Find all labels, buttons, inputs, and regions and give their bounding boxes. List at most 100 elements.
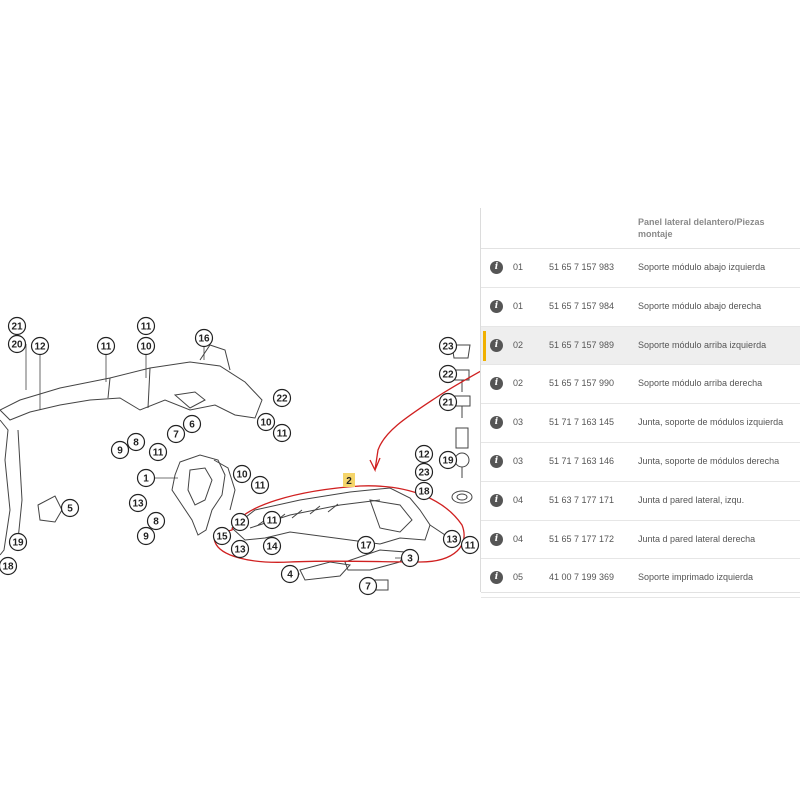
part-number: 51 65 7 157 983 <box>549 262 615 272</box>
info-icon[interactable]: i <box>490 532 503 546</box>
callout-bubble <box>128 493 148 513</box>
callout-number: 10 <box>260 418 272 429</box>
callout-number: 8 <box>133 438 139 449</box>
callout-number: 11 <box>277 429 288 440</box>
callout-number: 9 <box>117 446 123 457</box>
callout-number: 22 <box>442 370 454 381</box>
callout-number: 7 <box>365 582 371 593</box>
callout-bubble <box>194 328 214 348</box>
callout-bubble <box>136 526 156 546</box>
callout-bubble <box>256 412 276 432</box>
parts-list-panel: Panel lateral delantero/Piezas montaje i… <box>480 208 800 599</box>
parts-row[interactable]: i 02 51 65 7 157 989 Soporte módulo arriba … <box>481 326 800 366</box>
module-carrier <box>231 487 431 545</box>
part-number: 51 63 7 177 171 <box>549 494 615 505</box>
callout-number: 13 <box>446 535 458 546</box>
info-icon[interactable]: i <box>490 377 503 391</box>
callout-bubble <box>230 512 250 532</box>
callout-bubble <box>272 423 292 443</box>
part-number: 51 65 7 157 989 <box>549 339 615 350</box>
callout-bubble <box>60 498 80 518</box>
part-number: 51 65 7 157 990 <box>549 378 615 389</box>
callout-number: 3 <box>407 554 413 565</box>
callout-bubble <box>110 440 130 460</box>
callout-number: 19 <box>442 456 454 467</box>
callout-number: 7 <box>173 430 179 441</box>
callout-number: 11 <box>267 516 278 527</box>
callout-number: 16 <box>198 334 210 345</box>
callout-bubble <box>166 424 186 444</box>
callout-bubble <box>146 511 166 531</box>
callout-bubble <box>230 539 250 559</box>
callout-bubble <box>212 526 232 546</box>
callout-number: 18 <box>418 487 430 498</box>
callout-bubble <box>262 510 282 530</box>
callout-bubble <box>400 548 420 568</box>
info-icon[interactable]: i <box>490 338 503 352</box>
part-description: Junta d pared lateral, izqu. <box>638 494 745 505</box>
group-number: 02 <box>513 378 524 389</box>
callout-bubble <box>8 532 28 552</box>
callout-number: 12 <box>34 342 46 353</box>
seal-part-4 <box>299 561 351 581</box>
callout-number: 5 <box>67 504 73 515</box>
highlight-tag <box>343 473 355 487</box>
callout-number: 11 <box>255 481 266 492</box>
callout-bubble <box>136 468 156 488</box>
parts-row[interactable]: i 03 51 71 7 163 146 Junta, soporte de módu… <box>481 443 800 482</box>
callout-bubble <box>438 450 458 470</box>
callout-bubble <box>438 364 458 384</box>
callout-number: 11 <box>141 322 152 333</box>
info-icon[interactable]: i <box>490 299 503 313</box>
panel-footer <box>481 586 800 593</box>
part-number: 51 71 7 163 146 <box>549 455 615 466</box>
part-description: Soporte módulo arriba izquierda <box>638 339 767 350</box>
info-icon[interactable]: i <box>490 571 503 585</box>
group-number: 02 <box>513 339 524 350</box>
parts-row[interactable]: i 04 51 63 7 177 171 Junta d pared lateral,… <box>481 482 800 521</box>
group-number: 05 <box>513 572 524 583</box>
part-description: Junta, soporte de módulos derecha <box>638 455 780 466</box>
info-icon[interactable]: i <box>490 454 503 468</box>
part-number: 41 00 7 199 369 <box>549 572 615 583</box>
bracket-part-1 <box>171 454 226 536</box>
callout-number: 23 <box>442 342 454 353</box>
group-number: 01 <box>513 262 524 272</box>
part-number: 51 65 7 157 984 <box>549 300 615 311</box>
group-number: 04 <box>513 494 524 505</box>
part-number: 51 71 7 163 145 <box>549 417 615 428</box>
callout-bubble <box>30 336 50 356</box>
callout-number: 8 <box>153 517 159 528</box>
callout-bubble <box>272 388 292 408</box>
info-icon[interactable]: i <box>490 493 503 507</box>
info-icon[interactable]: i <box>490 261 503 274</box>
callout-bubble <box>358 576 378 596</box>
callout-number: 14 <box>266 542 278 553</box>
callout-bubble <box>438 392 458 412</box>
callout-bubble <box>414 481 434 501</box>
callout-number: 21 <box>11 322 23 333</box>
callout-number: 11 <box>101 342 112 353</box>
callout-number: 23 <box>418 468 430 479</box>
callout-bubble <box>262 536 282 556</box>
callout-bubble <box>414 444 434 464</box>
callout-bubble <box>136 316 156 336</box>
group-number: 04 <box>513 533 524 544</box>
callout-number: 1 <box>143 474 149 485</box>
callout-bubble <box>7 334 27 354</box>
group-number: 03 <box>513 455 524 466</box>
info-icon[interactable]: i <box>490 416 503 430</box>
callout-number: 20 <box>11 340 23 351</box>
callout-number: 12 <box>418 450 430 461</box>
callout-bubble <box>414 462 434 482</box>
callout-number: 22 <box>276 394 288 405</box>
callout-number: 4 <box>287 570 293 581</box>
